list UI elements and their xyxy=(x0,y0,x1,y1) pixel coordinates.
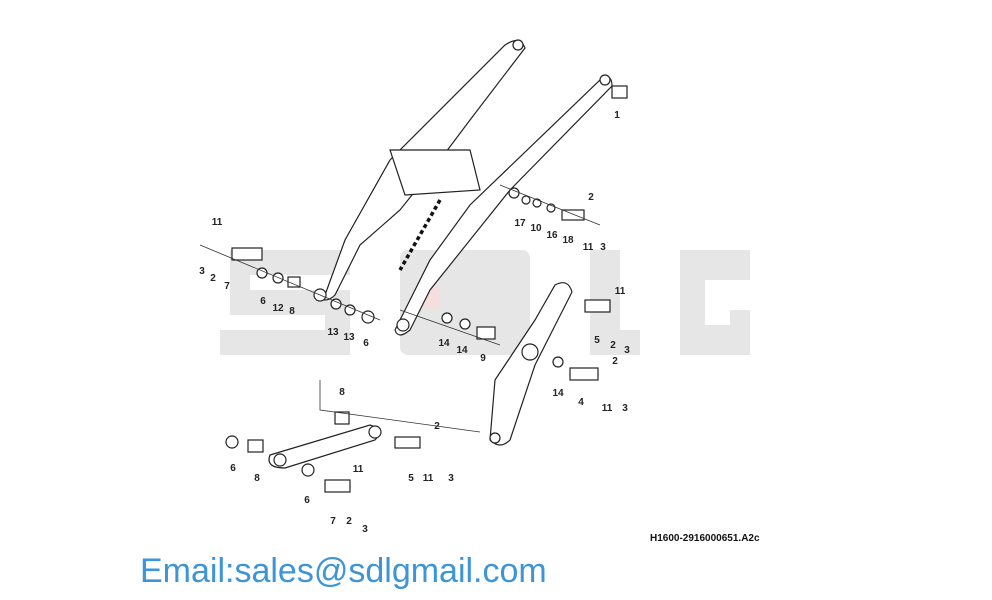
callout-8: 8 xyxy=(289,306,295,317)
callout-11: 11 xyxy=(353,464,364,475)
callout-2: 2 xyxy=(588,192,594,203)
pins-and-washers xyxy=(199,85,628,493)
callout-9: 9 xyxy=(480,353,486,364)
link-rod xyxy=(268,424,382,469)
callout-3: 3 xyxy=(448,473,454,484)
callout-2: 2 xyxy=(610,340,616,351)
callout-5: 5 xyxy=(408,473,414,484)
callout-3: 3 xyxy=(199,266,205,277)
callout-11: 11 xyxy=(583,242,594,253)
bellcrank xyxy=(489,282,573,446)
callout-14: 14 xyxy=(438,338,450,349)
callout-12: 12 xyxy=(272,303,284,314)
callout-2: 2 xyxy=(346,516,352,527)
drawing-number: H1600-2916000651.A2c xyxy=(650,533,760,544)
callout-3: 3 xyxy=(624,345,630,356)
callout-11: 11 xyxy=(423,473,434,484)
callout-6: 6 xyxy=(304,495,310,506)
callout-6: 6 xyxy=(260,296,266,307)
email-watermark: Email:sales@sdlgmail.com xyxy=(140,552,547,590)
callout-6: 6 xyxy=(363,338,369,349)
callout-14: 14 xyxy=(552,388,564,399)
callout-2: 2 xyxy=(434,421,440,432)
callout-8: 8 xyxy=(254,473,260,484)
callout-3: 3 xyxy=(362,524,368,535)
callout-11: 11 xyxy=(602,403,613,414)
callout-2: 2 xyxy=(612,356,618,367)
callout-2: 2 xyxy=(210,273,216,284)
callout-5: 5 xyxy=(594,335,600,346)
callout-6: 6 xyxy=(230,463,236,474)
callout-1: 1 xyxy=(614,110,620,121)
callout-11: 11 xyxy=(212,217,223,228)
callout-14: 14 xyxy=(456,345,468,356)
callout-10: 10 xyxy=(530,223,542,234)
callout-13: 13 xyxy=(327,327,339,338)
lift-arms xyxy=(313,39,613,336)
callout-7: 7 xyxy=(330,516,336,527)
callout-8: 8 xyxy=(339,387,345,398)
callout-3: 3 xyxy=(600,242,606,253)
callout-7: 7 xyxy=(224,281,230,292)
callout-16: 16 xyxy=(546,230,558,241)
callout-4: 4 xyxy=(578,397,584,408)
callout-17: 17 xyxy=(514,218,526,229)
callout-13: 13 xyxy=(343,332,355,343)
callout-3: 3 xyxy=(622,403,628,414)
callout-18: 18 xyxy=(562,235,574,246)
callout-11: 11 xyxy=(615,286,626,297)
